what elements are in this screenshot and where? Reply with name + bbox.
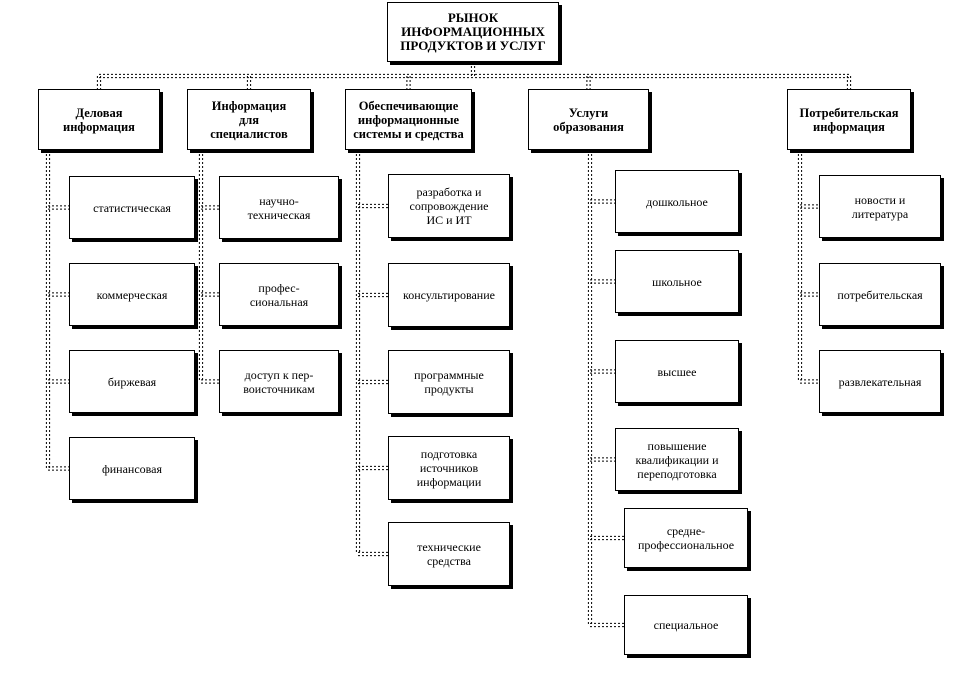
item-special: специальное [624,595,748,655]
item-commercial: коммерческая [69,263,195,326]
item-hardware: технические средства [388,522,510,586]
item-primary-sources: доступ к пер- воисточникам [219,350,339,413]
item-exchange: биржевая [69,350,195,413]
item-source-preparation: подготовка источников информации [388,436,510,500]
item-is-it-development: разработка и сопровождение ИС и ИТ [388,174,510,238]
category-support-systems: Обеспечивающие информационные системы и … [345,89,472,150]
root-node: РЫНОК ИНФОРМАЦИОННЫХ ПРОДУКТОВ И УСЛУГ [387,2,559,62]
category-consumer-info: Потребительская информация [787,89,911,150]
item-vocational: средне- профессиональное [624,508,748,568]
item-statistical: статистическая [69,176,195,239]
item-financial: финансовая [69,437,195,500]
item-preschool: дошкольное [615,170,739,233]
item-entertainment: развлекательная [819,350,941,413]
item-software-products: программные продукты [388,350,510,414]
item-scientific-technical: научно- техническая [219,176,339,239]
item-news-literature: новости и литература [819,175,941,238]
item-school: школьное [615,250,739,313]
item-consumer: потребительская [819,263,941,326]
category-specialist-info: Информация для специалистов [187,89,311,150]
item-higher: высшее [615,340,739,403]
item-retraining: повышение квалификации и переподготовка [615,428,739,491]
category-education-services: Услуги образования [528,89,649,150]
item-consulting: консультирование [388,263,510,327]
item-professional: профес- сиональная [219,263,339,326]
category-business-info: Деловая информация [38,89,160,150]
